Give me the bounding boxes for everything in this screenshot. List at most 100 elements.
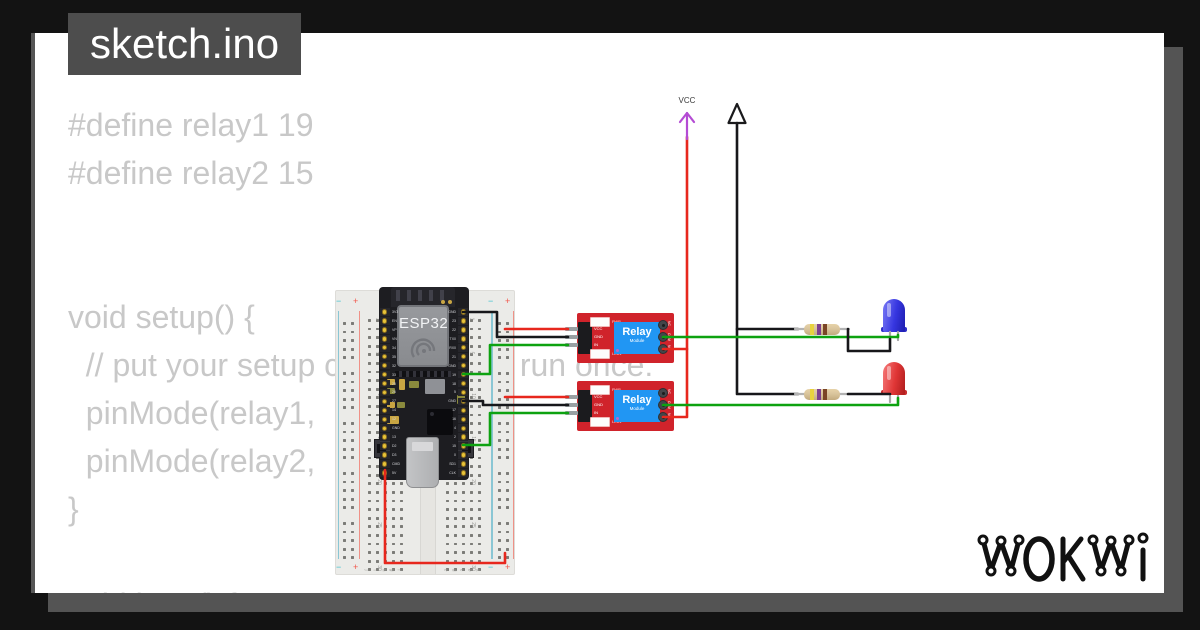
breadboard-hole[interactable] [498, 430, 501, 434]
breadboard-hole[interactable] [478, 542, 481, 546]
breadboard-hole[interactable] [506, 480, 509, 484]
breadboard-hole[interactable] [351, 330, 354, 334]
breadboard-hole[interactable] [343, 397, 346, 401]
breadboard-hole[interactable] [478, 413, 481, 417]
breadboard-hole[interactable] [384, 559, 387, 563]
breadboard-hole[interactable] [478, 405, 481, 408]
breadboard-hole[interactable] [376, 525, 379, 529]
breadboard-hole[interactable] [446, 525, 449, 529]
breadboard-hole[interactable] [470, 327, 473, 331]
breadboard-hole[interactable] [343, 389, 346, 392]
breadboard-hole[interactable] [478, 516, 481, 520]
breadboard-hole[interactable] [470, 379, 473, 382]
breadboard-hole[interactable] [454, 508, 457, 511]
breadboard-hole[interactable] [400, 516, 403, 520]
breadboard-hole[interactable] [506, 322, 509, 325]
breadboard-hole[interactable] [478, 525, 481, 529]
breadboard-hole[interactable] [368, 362, 371, 365]
breadboard-hole[interactable] [392, 551, 395, 554]
breadboard-hole[interactable] [376, 413, 379, 417]
breadboard-hole[interactable] [351, 447, 354, 451]
breadboard-hole[interactable] [506, 380, 509, 384]
breadboard-hole[interactable] [470, 387, 473, 391]
breadboard-hole[interactable] [506, 389, 509, 392]
breadboard-hole[interactable] [368, 422, 371, 425]
breadboard-hole[interactable] [376, 542, 379, 546]
breadboard-hole[interactable] [376, 499, 379, 503]
breadboard-hole[interactable] [343, 489, 346, 492]
breadboard-hole[interactable] [470, 542, 473, 546]
breadboard-hole[interactable] [506, 530, 509, 534]
breadboard-hole[interactable] [470, 370, 473, 374]
power-triangle-symbol[interactable] [727, 102, 747, 125]
breadboard-hole[interactable] [478, 379, 481, 382]
breadboard-hole[interactable] [376, 396, 379, 400]
breadboard-hole[interactable] [343, 547, 346, 551]
breadboard-hole[interactable] [498, 489, 501, 492]
breadboard-hole[interactable] [454, 525, 457, 529]
breadboard-hole[interactable] [462, 482, 465, 486]
breadboard-hole[interactable] [506, 372, 509, 375]
breadboard-hole[interactable] [343, 406, 346, 410]
breadboard-hole[interactable] [343, 372, 346, 375]
breadboard-hole[interactable] [470, 362, 473, 365]
breadboard-hole[interactable] [392, 534, 395, 537]
breadboard-hole[interactable] [368, 319, 371, 322]
breadboard-hole[interactable] [368, 344, 371, 348]
breadboard-hole[interactable] [454, 482, 457, 486]
breadboard-hole[interactable] [376, 534, 379, 537]
breadboard-hole[interactable] [498, 330, 501, 334]
breadboard-hole[interactable] [470, 508, 473, 511]
breadboard-hole[interactable] [498, 406, 501, 410]
breadboard-hole[interactable] [351, 422, 354, 425]
breadboard-hole[interactable] [478, 551, 481, 554]
breadboard-hole[interactable] [351, 322, 354, 325]
breadboard-hole[interactable] [400, 559, 403, 563]
breadboard-hole[interactable] [351, 522, 354, 525]
breadboard-hole[interactable] [351, 406, 354, 410]
breadboard-hole[interactable] [368, 482, 371, 486]
red-led[interactable] [881, 362, 907, 395]
breadboard-hole[interactable] [462, 551, 465, 554]
breadboard-hole[interactable] [400, 482, 403, 486]
breadboard-hole[interactable] [368, 387, 371, 391]
breadboard-hole[interactable] [478, 559, 481, 563]
breadboard-hole[interactable] [506, 489, 509, 492]
breadboard-hole[interactable] [384, 491, 387, 494]
breadboard-hole[interactable] [506, 339, 509, 342]
breadboard-hole[interactable] [384, 508, 387, 511]
breadboard-hole[interactable] [376, 327, 379, 331]
breadboard-hole[interactable] [400, 491, 403, 494]
breadboard-hole[interactable] [351, 347, 354, 351]
breadboard-hole[interactable] [368, 568, 371, 572]
breadboard-hole[interactable] [478, 482, 481, 486]
breadboard-hole[interactable] [506, 347, 509, 351]
breadboard-hole[interactable] [506, 430, 509, 434]
breadboard-hole[interactable] [506, 356, 509, 360]
breadboard-hole[interactable] [446, 568, 449, 572]
breadboard-hole[interactable] [368, 413, 371, 417]
breadboard-hole[interactable] [478, 362, 481, 365]
breadboard-hole[interactable] [351, 539, 354, 542]
breadboard-hole[interactable] [470, 422, 473, 425]
breadboard-hole[interactable] [454, 516, 457, 520]
breadboard-hole[interactable] [376, 353, 379, 357]
wire-vcc-to-relay2-no[interactable] [661, 135, 689, 419]
breadboard-hole[interactable] [351, 480, 354, 484]
breadboard-hole[interactable] [462, 559, 465, 563]
breadboard-hole[interactable] [343, 506, 346, 510]
breadboard-hole[interactable] [454, 542, 457, 546]
breadboard-hole[interactable] [351, 397, 354, 401]
breadboard-hole[interactable] [392, 491, 395, 494]
breadboard-hole[interactable] [343, 380, 346, 384]
resistor-2[interactable] [804, 388, 840, 400]
breadboard-hole[interactable] [351, 389, 354, 392]
breadboard-hole[interactable] [376, 387, 379, 391]
breadboard-hole[interactable] [343, 530, 346, 534]
breadboard-hole[interactable] [506, 330, 509, 334]
breadboard-hole[interactable] [470, 344, 473, 348]
breadboard-hole[interactable] [462, 516, 465, 520]
breadboard-hole[interactable] [351, 430, 354, 434]
breadboard-hole[interactable] [368, 473, 371, 477]
relay-module-2[interactable]: VCC GND IN PWR LED1 Relay Module NC COM … [565, 381, 674, 431]
